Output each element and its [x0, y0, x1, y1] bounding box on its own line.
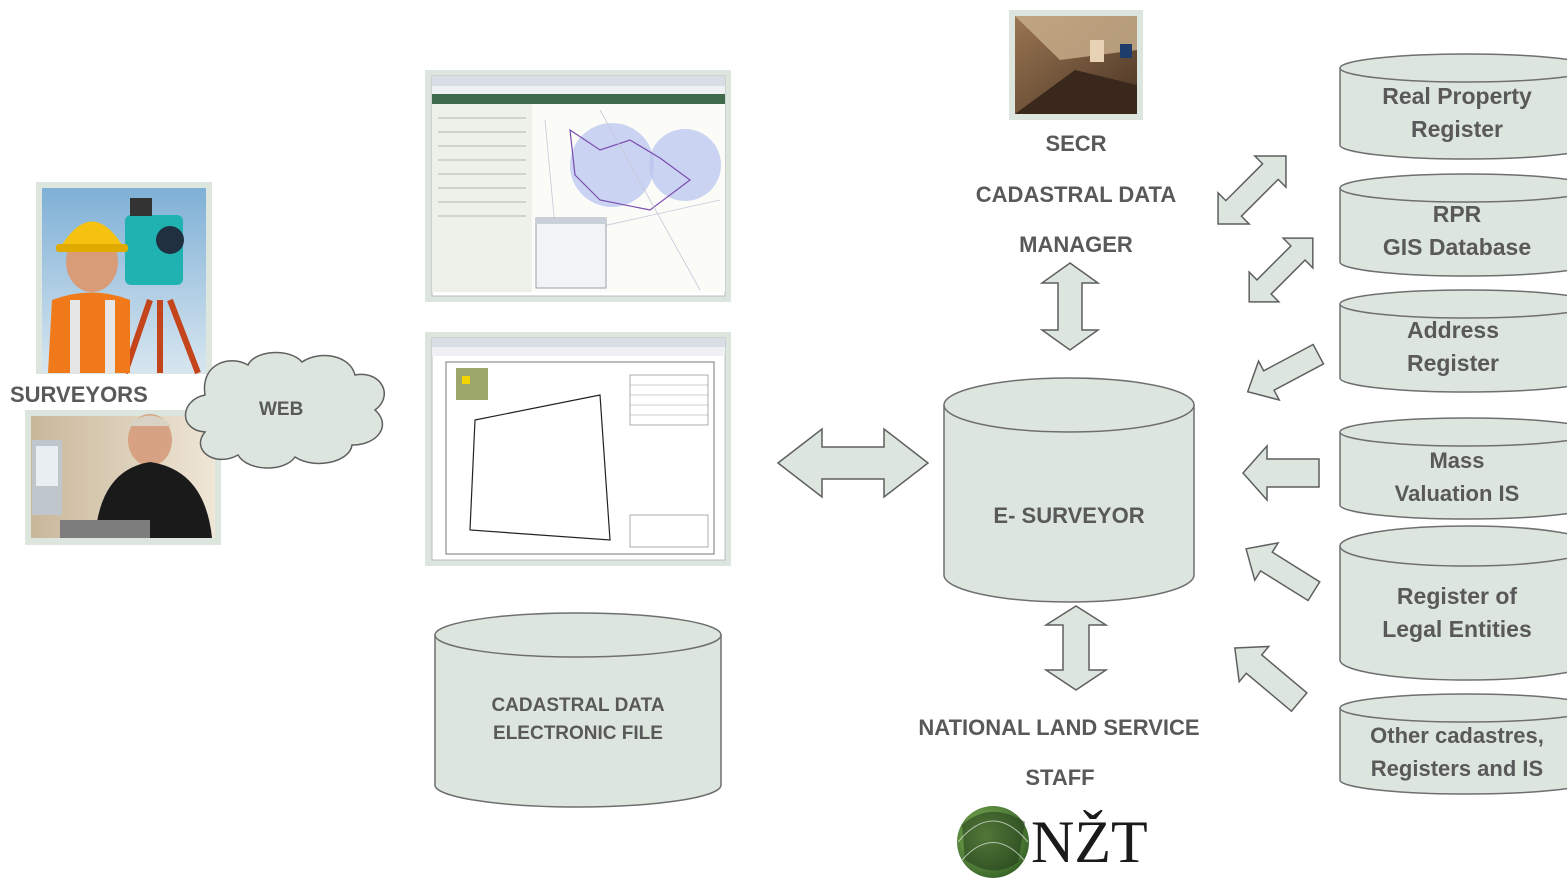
surveyor-link-arrow — [776, 427, 930, 499]
other-registers-input-arrow — [1233, 645, 1308, 713]
register-label-line1: Address — [1406, 317, 1500, 343]
rpr-gis-link-arrow — [1248, 237, 1314, 303]
register-label-line1: Other cadastres, — [1370, 723, 1544, 748]
register-label-rpr-gis: RPR GIS Database — [1340, 198, 1567, 264]
register-cylinder-mass-valuation — [1339, 417, 1567, 520]
file-db-label-line2: ELECTRONIC FILE — [493, 723, 663, 744]
register-cylinder-rpr-gis — [1339, 173, 1567, 277]
register-label-real-property: Real Property Register — [1340, 80, 1567, 146]
e-surveyor-cylinder — [943, 377, 1195, 603]
address-input-arrow — [1246, 343, 1325, 402]
mass-valuation-input-arrow — [1241, 444, 1320, 502]
register-cylinder-legal-entities — [1339, 525, 1567, 681]
e-surveyor-label: E- SURVEYOR — [993, 503, 1145, 528]
register-label-line2: Register — [1410, 116, 1504, 142]
register-cylinder-address — [1339, 289, 1567, 393]
nzt-logo-globe — [957, 806, 1029, 878]
register-label-line2: Legal Entities — [1382, 616, 1532, 642]
staff-label-line1: NATIONAL LAND SERVICE — [918, 715, 1200, 740]
cadastral-electronic-file-cylinder — [434, 612, 722, 808]
register-cylinder-other — [1339, 693, 1567, 795]
surveyors-label: SURVEYORS — [10, 382, 148, 407]
register-label-line2: Valuation IS — [1394, 481, 1520, 506]
register-label-line2: Register — [1406, 350, 1500, 376]
secr-role-label-line1: CADASTRAL DATA — [975, 182, 1177, 207]
surveyor-office-photo — [25, 410, 221, 545]
register-label-line1: Real Property — [1382, 83, 1532, 109]
legal-entities-input-arrow — [1245, 541, 1321, 602]
staff-label-line2: STAFF — [1025, 765, 1095, 790]
file-db-label-line1: CADASTRAL DATA — [491, 695, 665, 716]
secr-office-photo — [1009, 10, 1143, 120]
plan-document-screenshot — [425, 332, 731, 566]
secr-label: SECR — [1045, 131, 1107, 156]
staff-link-arrow — [1043, 605, 1109, 691]
secr-role-label-line2: MANAGER — [1019, 232, 1133, 257]
real-property-link-arrow — [1217, 155, 1287, 225]
register-label-line1: Mass — [1429, 448, 1485, 473]
register-cylinder-real-property — [1339, 53, 1567, 160]
register-label-legal-entities: Register of Legal Entities — [1340, 580, 1567, 646]
web-label: WEB — [259, 399, 304, 420]
register-label-line2: GIS Database — [1382, 234, 1532, 260]
register-label-line1: Register of — [1396, 583, 1518, 609]
gis-application-screenshot — [425, 70, 731, 302]
register-label-other: Other cadastres, Registers and IS — [1340, 719, 1567, 785]
register-label-line1: RPR — [1432, 201, 1482, 227]
web-cloud — [184, 351, 386, 469]
register-label-line2: Registers and IS — [1370, 756, 1544, 781]
register-label-address: Address Register — [1336, 314, 1567, 380]
register-label-mass-valuation: Mass Valuation IS — [1340, 444, 1567, 510]
nzt-logo-text: NŽT — [1031, 809, 1148, 875]
surveyor-field-photo — [36, 182, 212, 375]
secr-link-arrow — [1039, 262, 1101, 351]
